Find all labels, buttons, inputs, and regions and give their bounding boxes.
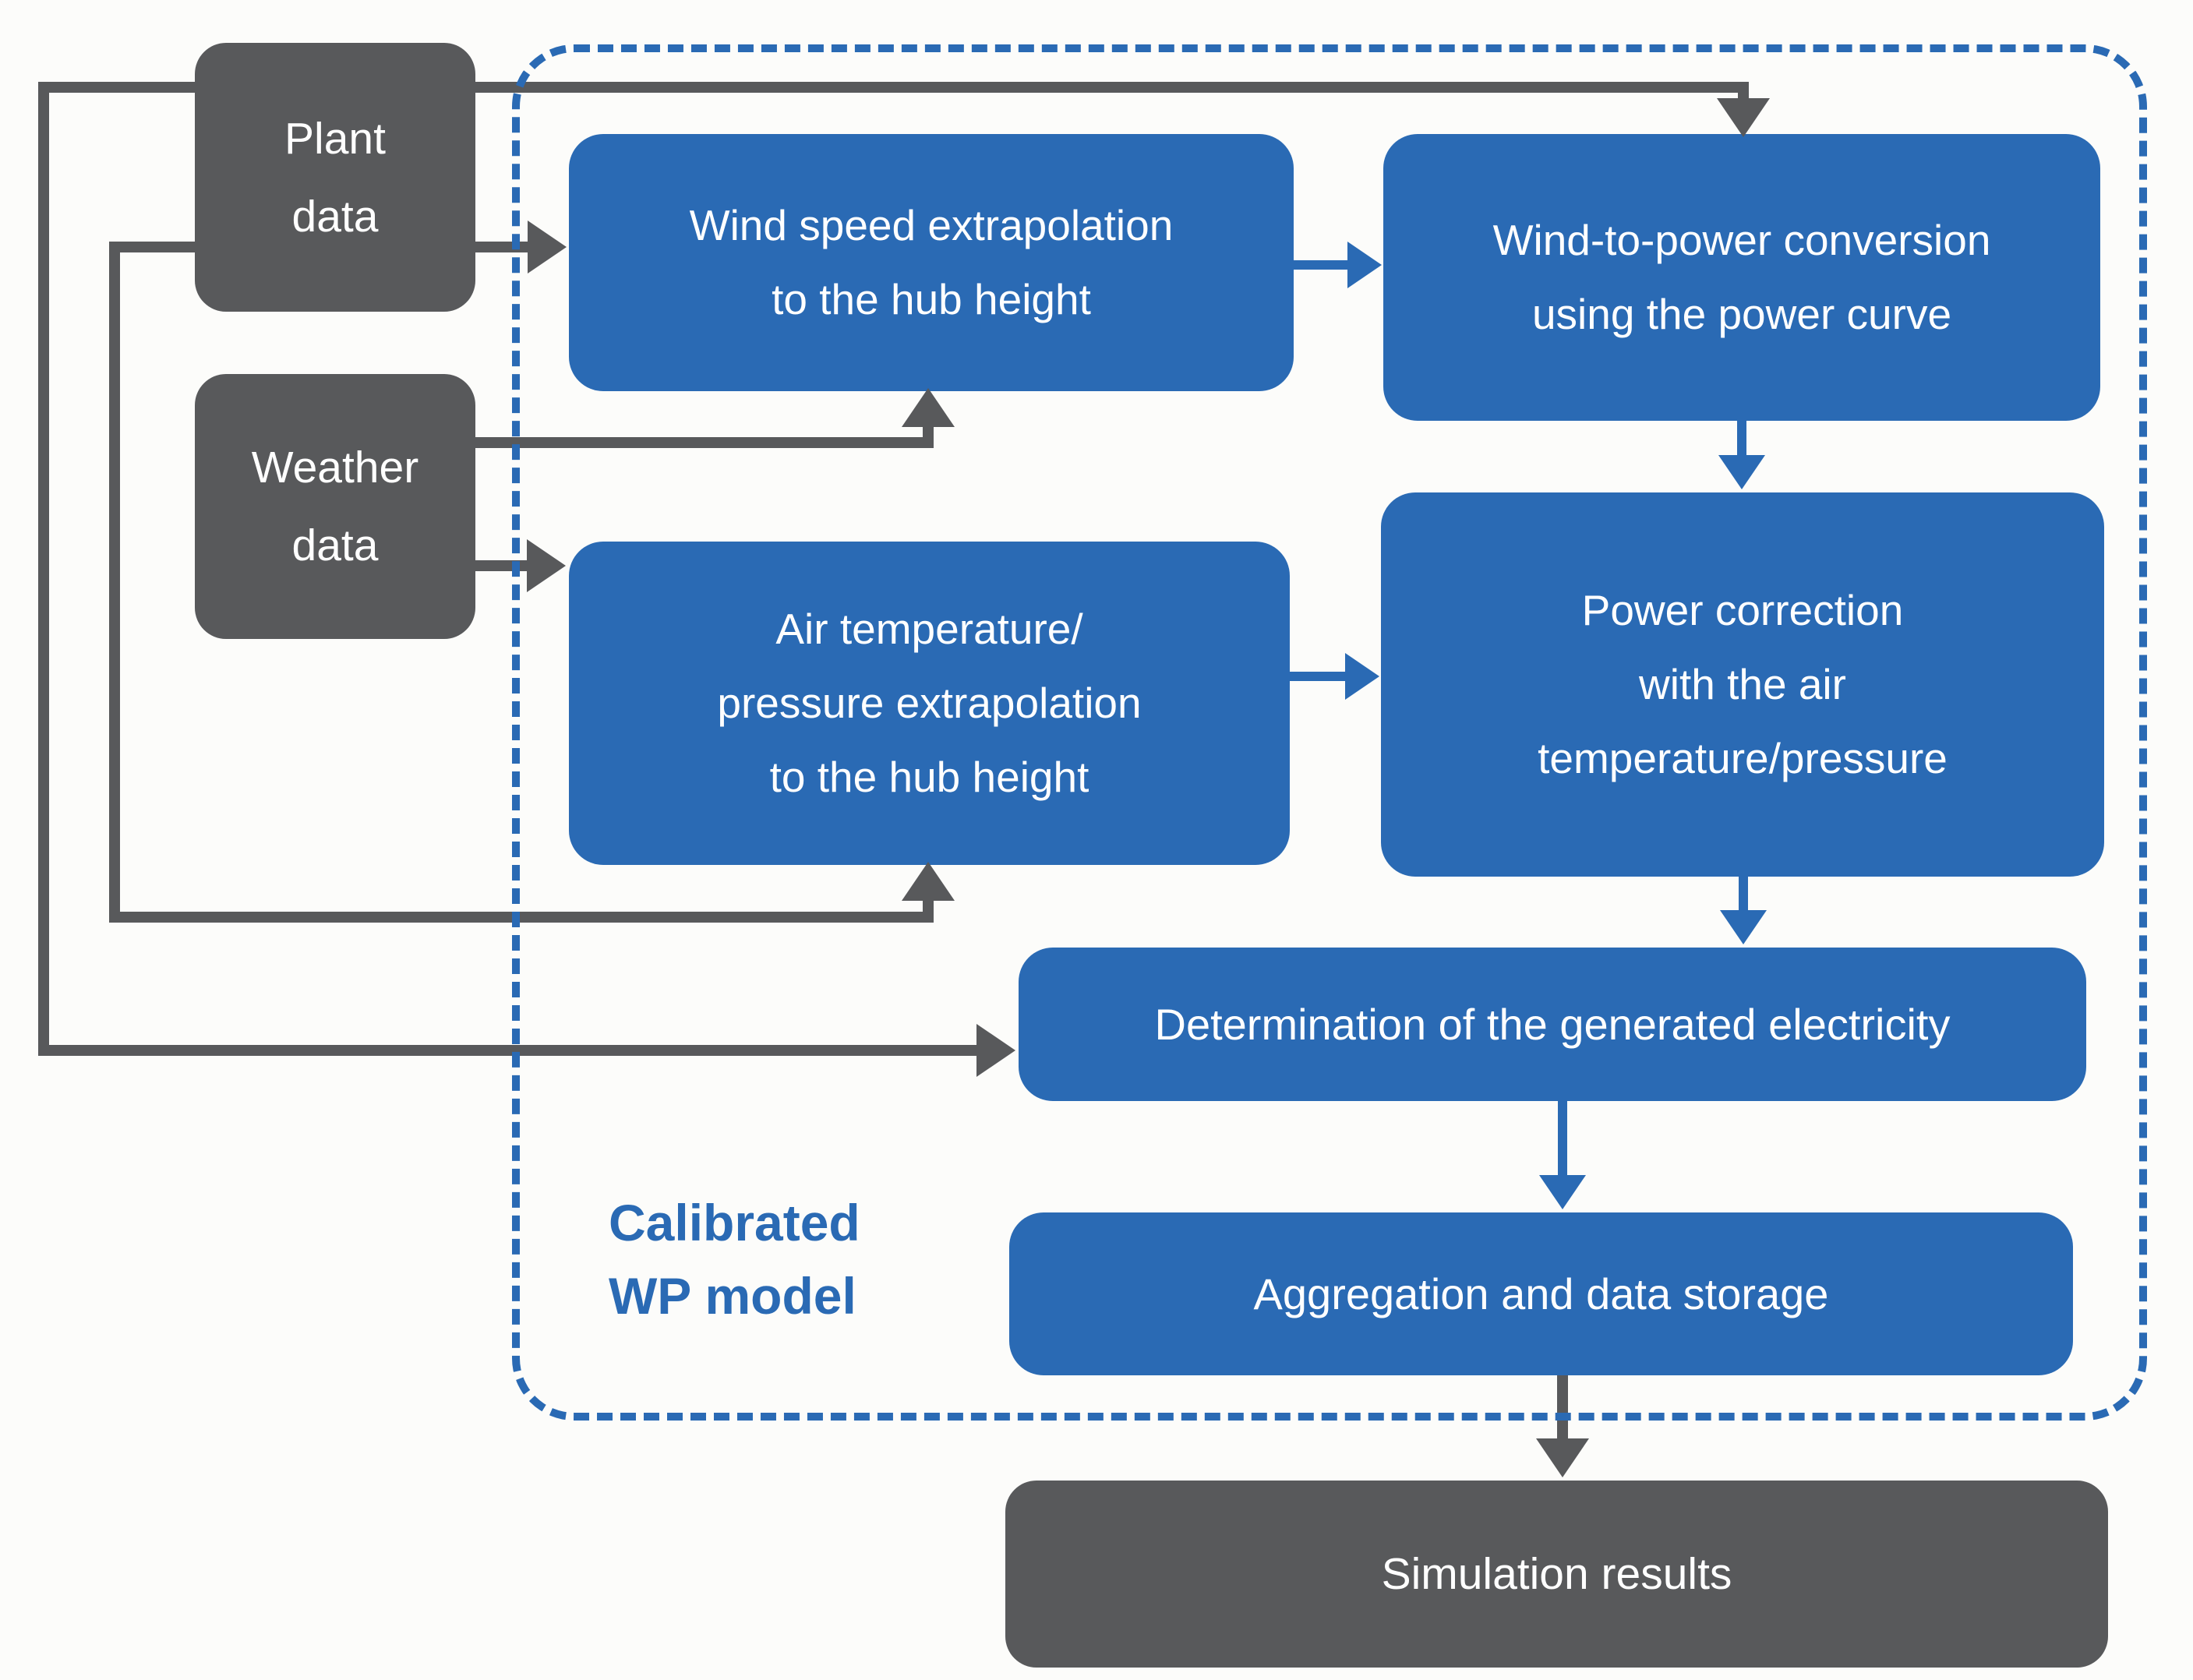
- weather-data-label-line2: data: [291, 521, 379, 570]
- calibrated-wp-model-label: Calibrated WP model: [609, 1186, 860, 1332]
- arrowhead-plant-to-windtopower: [1717, 98, 1770, 137]
- determination-node: Determination of the generated electrici…: [1019, 948, 2086, 1101]
- arrowhead-aggregation-to-simulation: [1536, 1438, 1589, 1477]
- arrowhead-powercorrection-to-determination: [1720, 910, 1767, 944]
- wind-to-power-conversion-node: Wind-to-power conversion using the power…: [1383, 134, 2100, 421]
- edge-aggregation-to-simulation-line: [1557, 1374, 1568, 1444]
- edge-windtopower-to-powercorrection-line: [1737, 419, 1746, 460]
- edge-weather-to-airtemp-line: [468, 560, 538, 571]
- edge-weather-to-windspeed-line: [468, 437, 934, 448]
- power-correction-label-line2: with the air: [1639, 660, 1846, 708]
- edge-plant-to-determination-bottom-line: [38, 1045, 985, 1056]
- arrowhead-plant-to-determination: [976, 1024, 1015, 1077]
- air-temp-label-line2: pressure extrapolation: [717, 679, 1142, 727]
- arrowhead-windspeed-to-windtopower: [1347, 242, 1382, 288]
- arrowhead-airtemp-to-powercorrection: [1345, 653, 1379, 700]
- air-temperature-extrapolation-node: Air temperature/ pressure extrapolation …: [569, 542, 1290, 865]
- air-temp-label-line1: Air temperature/: [775, 605, 1083, 653]
- arrowhead-determination-to-aggregation: [1539, 1175, 1586, 1209]
- edge-airtemp-to-powercorrection-line: [1290, 672, 1350, 681]
- edge-plant-to-determination-left-line: [38, 82, 49, 1056]
- simulation-results-node: Simulation results: [1005, 1481, 2108, 1668]
- model-label-line1: Calibrated: [609, 1194, 860, 1251]
- plant-data-node: Plant data: [195, 43, 475, 312]
- calibrated-wp-model-frame: [512, 44, 2147, 1421]
- plant-data-label-line2: data: [291, 191, 379, 242]
- arrowhead-weather-to-windspeed: [902, 388, 955, 427]
- arrowhead-windtopower-to-powercorrection: [1718, 455, 1765, 489]
- wind-speed-label-line1: Wind speed extrapolation: [689, 201, 1174, 249]
- arrowhead-weather-to-airtemp: [527, 539, 566, 592]
- edge-weather-to-windspeed-rise-line: [923, 421, 934, 448]
- edge-determination-to-aggregation-line: [1558, 1099, 1567, 1181]
- edge-plant-to-airtemp-vertical-line: [109, 242, 120, 923]
- wind-to-power-label-line1: Wind-to-power conversion: [1492, 216, 1991, 264]
- wind-speed-extrapolation-node: Wind speed extrapolation to the hub heig…: [569, 134, 1294, 391]
- determination-label: Determination of the generated electrici…: [1154, 1000, 1951, 1049]
- air-temp-label-line3: to the hub height: [769, 753, 1089, 801]
- edge-powercorrection-to-determination-line: [1739, 875, 1748, 916]
- aggregation-label: Aggregation and data storage: [1253, 1269, 1829, 1318]
- arrowhead-plant-to-airtemp: [902, 862, 955, 901]
- aggregation-node: Aggregation and data storage: [1009, 1212, 2073, 1375]
- wind-speed-label-line2: to the hub height: [772, 275, 1091, 323]
- weather-data-label-line1: Weather: [251, 443, 419, 492]
- plant-data-label-line1: Plant: [284, 113, 386, 164]
- model-label-line2: WP model: [609, 1267, 856, 1325]
- power-correction-node: Power correction with the air temperatur…: [1381, 492, 2104, 877]
- wind-to-power-label-line2: using the power curve: [1531, 290, 1952, 338]
- weather-data-node: Weather data: [195, 374, 475, 639]
- arrowhead-plant-to-windspeed: [528, 221, 567, 274]
- edge-windspeed-to-windtopower-line: [1294, 260, 1352, 270]
- power-correction-label-line3: temperature/pressure: [1538, 734, 1948, 782]
- power-correction-label-line1: Power correction: [1581, 586, 1904, 634]
- edge-plant-to-airtemp-bottom-line: [109, 912, 934, 923]
- simulation-results-label: Simulation results: [1381, 1549, 1732, 1599]
